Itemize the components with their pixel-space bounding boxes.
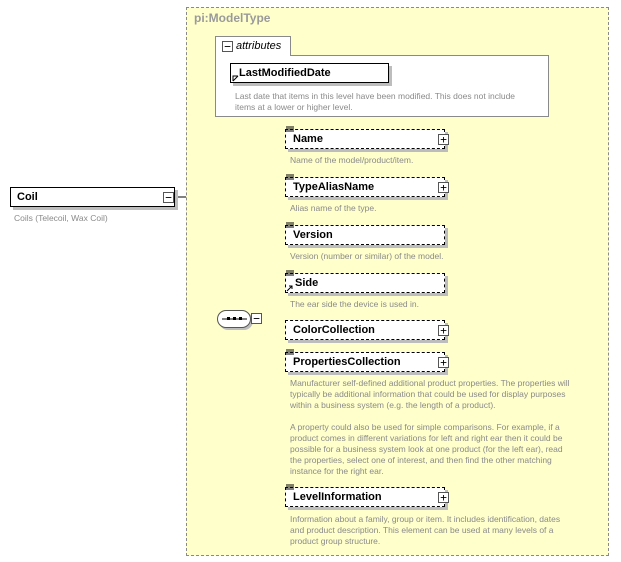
root-element-label: Coil [17,191,38,203]
element-doc-icon [286,126,294,132]
minus-box-icon[interactable]: − [222,41,233,52]
root-element-description: Coils (Telecoil, Wax Coil) [14,213,108,223]
attributes-tab-label: attributes [236,40,282,52]
attribute-description: Last date that items in this level have … [235,91,516,112]
model-type-title: pi:ModelType [194,11,271,25]
element-label: Version [293,229,333,241]
element-description: Information about a family, group or ite… [290,514,561,546]
element-doc-icon [286,349,294,355]
element-label: Name [293,133,323,145]
plus-box-icon[interactable]: + [438,357,449,368]
element-label: TypeAliasName [293,181,375,193]
plus-box-icon[interactable]: + [438,325,449,336]
element-doc-icon [286,270,294,276]
minus-box-icon[interactable]: − [163,192,174,203]
element-description: Alias name of the type. [290,203,377,213]
plus-box-icon[interactable]: + [438,182,449,193]
attribute-arrow-icon [232,75,239,82]
root-element-coil[interactable] [10,187,175,207]
attribute-label: LastModifiedDate [239,67,331,79]
element-doc-icon [286,484,294,490]
sequence-dots-icon [222,317,247,320]
element-description: Version (number or similar) of the model… [290,251,444,261]
attributes-tab[interactable] [215,36,291,56]
attribute-arrow-icon [286,285,293,292]
element-description: The ear side the device is used in. [290,299,419,309]
element-side[interactable] [285,273,445,293]
element-doc-icon [286,174,294,180]
element-description: Manufacturer self-defined additional pro… [290,378,570,476]
plus-box-icon[interactable]: + [438,492,449,503]
element-description: Name of the model/product/item. [290,155,414,165]
element-label: PropertiesCollection [293,356,401,368]
element-label: LevelInformation [293,491,382,503]
element-label: Side [295,277,319,289]
minus-box-icon[interactable]: − [251,313,262,324]
attribute-last-modified-date[interactable] [230,63,389,83]
element-label: ColorCollection [293,324,375,336]
element-doc-icon [286,222,294,228]
plus-box-icon[interactable]: + [438,134,449,145]
element-version[interactable] [285,225,445,245]
